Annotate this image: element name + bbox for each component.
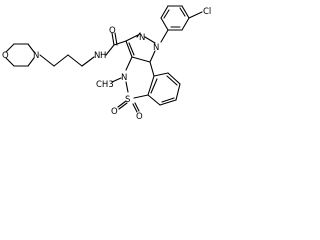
- pyrazole-n2-label: N: [139, 33, 145, 43]
- morpholine-nitrogen-label: N: [33, 51, 39, 61]
- sulfur-label: S: [125, 95, 130, 105]
- sulfonyl-oxygen-1-label: O: [111, 107, 118, 117]
- amide-group: [105, 32, 127, 56]
- amide-hydrogen-label: H: [100, 51, 106, 61]
- sulfonyl-oxygen-2-label: O: [136, 112, 143, 122]
- benzo-ring: [147, 72, 181, 106]
- pyrazole-n1-label: N: [153, 43, 159, 53]
- structure-diagram: O N N H O N N N CH3 S O O Cl: [0, 0, 220, 136]
- n-methyl-bond: [111, 77, 122, 83]
- chlorophenyl-ring: [160, 5, 203, 43]
- sulfonyl-bonds: [117, 100, 140, 113]
- thiazine-ring: [125, 56, 155, 99]
- methyl-label: CH3: [96, 80, 114, 90]
- chlorine-label: Cl: [203, 7, 211, 17]
- molecule-drawing: O N N H O N N N CH3 S O O Cl: [2, 5, 211, 122]
- carbonyl-oxygen-label: O: [109, 26, 116, 36]
- amide-nitrogen-label: N: [94, 51, 100, 61]
- morpholine-ring: [5, 43, 35, 67]
- propyl-chain: [39, 54, 95, 67]
- morpholine-oxygen-label: O: [2, 51, 9, 61]
- pyrazole-ring: [125, 32, 156, 63]
- thiazine-nitrogen-label: N: [121, 73, 127, 83]
